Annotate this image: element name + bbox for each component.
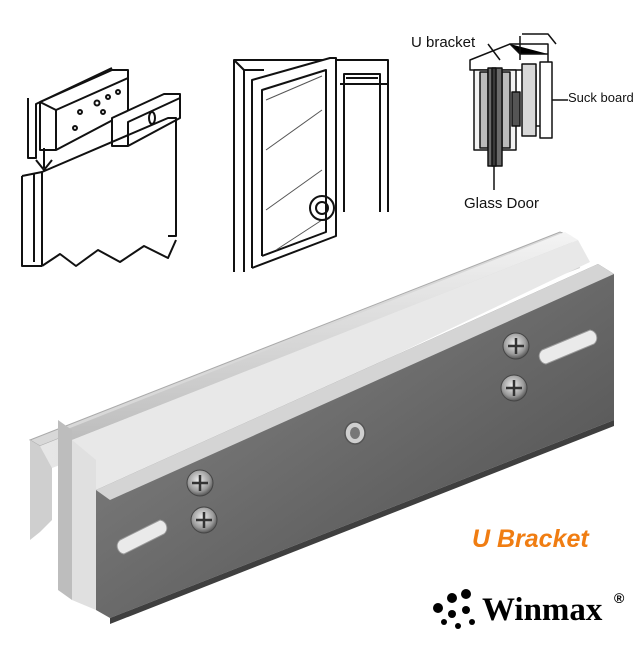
threaded-hole: [344, 421, 366, 445]
cross-section-diagram: [469, 33, 568, 190]
mounting-slot: [538, 329, 598, 365]
screw-icon: [190, 506, 218, 534]
glass-door-label: Glass Door: [464, 195, 540, 212]
mounting-slot: [116, 519, 168, 555]
u-bracket-label: U bracket: [411, 34, 476, 51]
screw-icon: [500, 374, 528, 402]
brand-name: Winmax: [482, 592, 603, 628]
door-frame-diagram: [233, 57, 389, 272]
product-title: U Bracket: [472, 525, 589, 553]
dots-cluster-icon: [433, 589, 475, 629]
screw-icon: [186, 469, 214, 497]
registered-mark: ®: [614, 590, 625, 606]
u-bracket-photo: [28, 231, 614, 624]
suck-board-label: Suck board: [568, 90, 634, 105]
screw-icon: [502, 332, 530, 360]
mounting-diagram: [21, 67, 181, 267]
